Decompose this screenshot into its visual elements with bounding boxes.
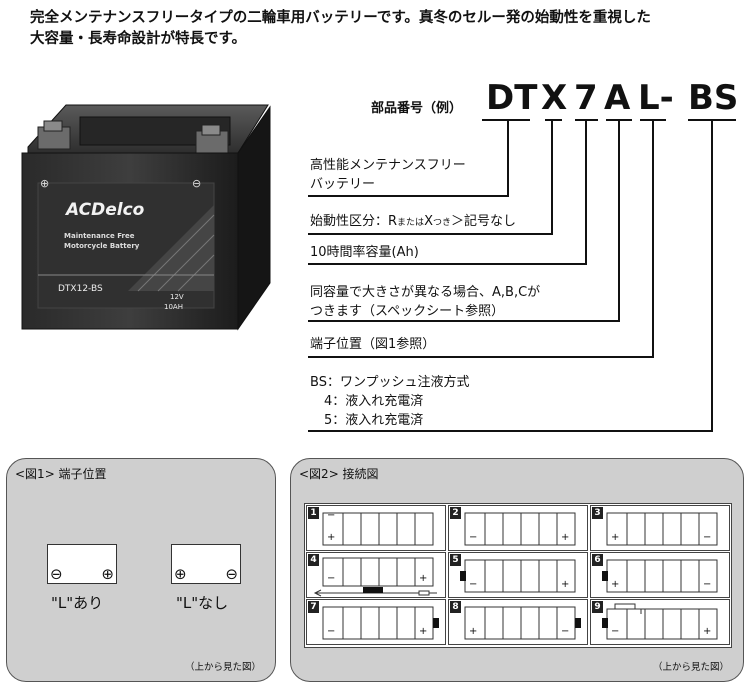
minus-sign: − [703,579,712,590]
legend-item-6-line-3: 5：液入れ充電済 [324,413,424,428]
legend-item-2-small-2: つき [432,218,451,228]
cell-number: 5 [450,554,461,566]
legend-item-2: 始動性区分：RまたはXつき＞記号なし [310,212,516,233]
battery-subtitle-1: Maintenance Free [64,232,135,240]
connection-cell-6: 6 + − [590,552,730,598]
battery-image: ⊕ ⊖ ACDelco Maintenance Free Motorcycle … [18,95,276,333]
legend-leader-lines [308,119,736,432]
minus-sign: − [327,510,336,521]
minus-sign: − [561,626,570,637]
connection-cell-2: 2 − + [448,505,588,551]
minus-sign: − [327,626,336,637]
minus-sign: − [611,626,620,637]
pn-char-x: X [541,78,568,118]
minus-sign: − [327,573,336,584]
connection-cell-7: 7 − + [306,599,446,645]
pn-char-bs: BS [688,78,739,118]
minus-terminal-icon: ⊖ [225,565,238,583]
intro-line-2: 大容量・長寿命設計が特長です。 [30,31,247,47]
legend-item-2-c: ＞記号なし [450,214,516,229]
figure-2-note: （上から見た図） [652,662,729,673]
part-number-label: 部品番号（例） [371,101,463,116]
legend-item-2-b: X [424,214,433,229]
legend-item-2-a: 始動性区分：R [310,214,398,229]
legend-item-5: 端子位置（図1参照） [310,337,436,352]
connection-cell-3: 3 + − [590,505,730,551]
battery-capacity: 10AH [164,303,183,311]
connection-cell-8: 8 + − [448,599,588,645]
cell-number: 6 [592,554,603,566]
connection-cell-1: 1 − + [306,505,446,551]
cell-number: 9 [592,601,603,613]
intro-text: 完全メンテナンスフリータイプの二輪車用バッテリーです。真冬のセルー発の始動性を重… [30,8,730,50]
caption-l-nashi: "L"なし [176,594,229,612]
plus-sign: + [561,532,570,543]
plus-sign: + [703,626,712,637]
plus-terminal-icon: ⊕ [101,565,114,583]
cell-number: 2 [450,507,461,519]
terminal-box-no-l: ⊕ ⊖ [171,544,241,584]
legend-item-4-line-1: 同容量で大きさが異なる場合、A,B,Cが [310,285,541,300]
battery-minus-mark: ⊖ [192,177,201,190]
connection-diagram-grid: 1 − + 2 − + 3 + − 4 − + 5 − + [304,503,732,648]
cell-number: 1 [308,507,319,519]
battery-plus-mark: ⊕ [40,177,49,190]
minus-sign: − [469,532,478,543]
plus-sign: + [327,532,336,543]
caption-l-ari: "L"あり [51,594,104,612]
minus-sign: − [469,579,478,590]
cell-number: 3 [592,507,603,519]
figure-1-panel: <図1> 端子位置 ⊖ ⊕ ⊕ ⊖ "L"あり "L"なし （上から見た図） [6,458,276,682]
connection-cell-9: 9 − + [590,599,730,645]
battery-voltage: 12V [170,293,184,301]
pn-char-dt: DT [486,78,538,118]
cell-number: 4 [308,554,319,566]
figure-2-title: <図2> 接続図 [299,467,379,481]
figure-1-title: <図1> 端子位置 [15,467,107,481]
legend-item-6: BS：ワンプッシュ注液方式 4：液入れ充電済 5：液入れ充電済 [310,373,470,430]
plus-sign: + [611,579,620,590]
plus-sign: + [469,626,478,637]
legend-item-6-line-1: BS：ワンプッシュ注液方式 [310,375,470,390]
cell-number: 7 [308,601,319,613]
cell-number: 8 [450,601,461,613]
pn-char-l: L- [638,78,674,118]
battery-model: DTX12-BS [58,284,103,294]
legend-item-4-line-2: つきます（スペックシート参照） [310,304,505,319]
legend-item-1-line-1: 高性能メンテナンスフリー [310,158,466,173]
connection-cell-5: 5 − + [448,552,588,598]
plus-sign: + [419,626,428,637]
connection-cell-4: 4 − + [306,552,446,598]
legend-item-4: 同容量で大きさが異なる場合、A,B,Cが つきます（スペックシート参照） [310,283,540,321]
legend-item-3: 10時間率容量(Ah) [310,245,419,260]
plus-sign: + [561,579,570,590]
plus-sign: + [611,532,620,543]
figure-2-panel: <図2> 接続図 1 − + 2 − + 3 + − 4 − + 5 [290,458,744,682]
plus-terminal-icon: ⊕ [174,565,187,583]
figure-1-note: （上から見た図） [184,662,261,673]
legend-item-2-small-1: または [397,218,425,228]
minus-terminal-icon: ⊖ [50,565,63,583]
legend-item-1: 高性能メンテナンスフリー バッテリー [310,156,466,194]
plus-sign: + [419,573,428,584]
legend-item-1-line-2: バッテリー [310,177,376,192]
legend-item-6-line-2: 4：液入れ充電済 [324,394,424,409]
terminal-box-l: ⊖ ⊕ [47,544,117,584]
minus-sign: − [703,532,712,543]
pn-char-7: 7 [574,78,598,118]
pn-char-a: A [604,78,631,118]
battery-subtitle-2: Motorcycle Battery [64,242,140,250]
intro-line-1: 完全メンテナンスフリータイプの二輪車用バッテリーです。真冬のセルー発の始動性を重… [30,10,651,26]
battery-brand: ACDelco [64,200,145,220]
